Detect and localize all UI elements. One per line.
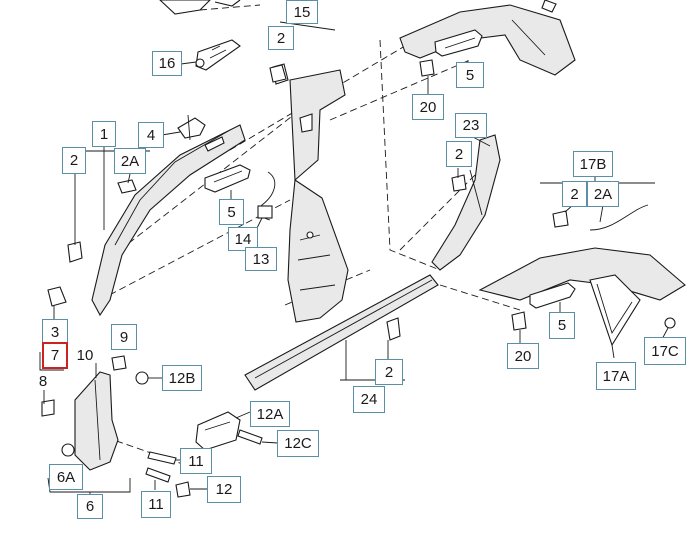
callout-20-top[interactable]: 20	[412, 94, 444, 120]
callout-11-a[interactable]: 11	[180, 448, 212, 474]
callout-17a[interactable]: 17A	[596, 362, 636, 390]
part-8-clip	[41, 399, 55, 417]
part-20-clip-top	[419, 59, 435, 77]
callout-20-right[interactable]: 20	[507, 343, 539, 369]
callout-1[interactable]: 1	[92, 121, 116, 147]
part-2a-clip-left	[117, 179, 137, 194]
callout-8[interactable]: 8	[38, 372, 48, 390]
part-24-sill-trim	[244, 274, 439, 391]
callout-13[interactable]: 13	[245, 247, 277, 271]
callout-23[interactable]: 23	[455, 113, 487, 138]
callout-7[interactable]: 7	[42, 342, 68, 369]
part-14-wiring	[257, 171, 276, 221]
callout-2-top[interactable]: 2	[268, 26, 294, 50]
callout-12b[interactable]: 12B	[162, 365, 202, 391]
callout-5-center[interactable]: 5	[219, 199, 244, 225]
part-5-grab-handle-right	[529, 282, 576, 309]
part-12-clip	[175, 481, 191, 498]
callout-12[interactable]: 12	[207, 476, 241, 503]
part-12a-bracket	[195, 411, 241, 451]
part-11-screw-a	[147, 451, 177, 465]
callout-2-far-right[interactable]: 2	[562, 181, 587, 207]
callout-17b[interactable]: 17B	[573, 151, 613, 177]
part-1-a-pillar-trim	[91, 124, 246, 317]
callout-9[interactable]: 9	[111, 324, 137, 350]
callout-4[interactable]: 4	[138, 122, 164, 148]
part-5-grab-handle-top	[434, 29, 483, 57]
part-2-clip-left	[67, 241, 83, 263]
part-13-b-pillar-lower	[287, 179, 349, 323]
part-12c-screw	[237, 429, 263, 445]
part-23-c-pillar-trim	[431, 134, 501, 271]
callout-6[interactable]: 6	[77, 494, 103, 519]
part-6-lower-panel	[61, 371, 119, 471]
callout-2-right[interactable]: 2	[446, 141, 472, 167]
part-20-clip-right	[511, 311, 527, 331]
callout-11-b[interactable]: 11	[141, 491, 171, 518]
callout-24[interactable]: 24	[353, 386, 385, 413]
callout-15[interactable]: 15	[286, 0, 318, 24]
part-17a-quarter-trim	[478, 247, 686, 347]
callout-12c[interactable]: 12C	[277, 430, 319, 457]
callout-2-sill[interactable]: 2	[375, 359, 403, 385]
callout-5-right[interactable]: 5	[549, 312, 575, 339]
part-3-clip	[47, 286, 67, 307]
callout-2-left[interactable]: 2	[62, 147, 86, 174]
callout-2a-left[interactable]: 2A	[114, 148, 146, 174]
callout-5-top[interactable]: 5	[456, 62, 484, 88]
callout-16[interactable]: 16	[152, 51, 182, 76]
top-panel-fragment	[159, 0, 241, 15]
part-2-clip-right	[451, 174, 467, 192]
part-12b-nut	[135, 371, 149, 385]
callout-6a[interactable]: 6A	[49, 464, 83, 490]
part-16-clip	[195, 39, 241, 71]
part-17c-screw	[664, 317, 676, 329]
part-2-clip-top	[269, 64, 287, 83]
part-11-screw-b	[145, 467, 171, 483]
part-2-clip-far-right	[552, 210, 569, 228]
callout-10[interactable]: 10	[76, 346, 94, 364]
part-17b-wire	[589, 204, 649, 231]
part-15-b-pillar-upper	[272, 63, 346, 182]
part-c-pillar-upper-trim	[399, 0, 576, 76]
callout-2a-right[interactable]: 2A	[587, 181, 619, 207]
callout-17c[interactable]: 17C	[644, 337, 686, 365]
callout-12a[interactable]: 12A	[250, 401, 290, 427]
part-5-grab-handle-center	[204, 164, 251, 193]
part-4-clip	[177, 114, 206, 141]
part-9-clip	[111, 355, 127, 371]
